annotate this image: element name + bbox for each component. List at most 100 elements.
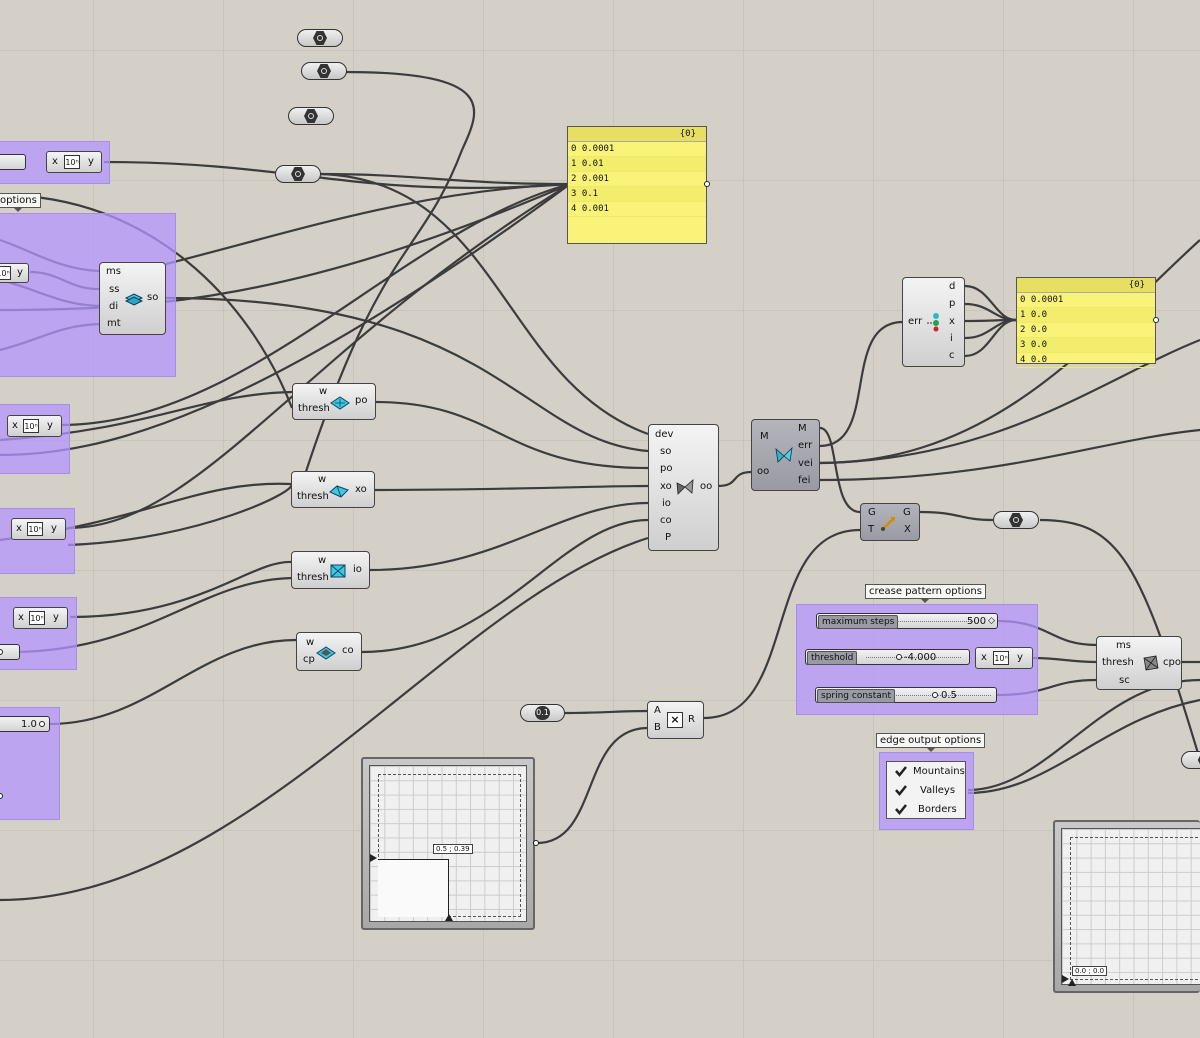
xo-component[interactable]: w thresh xo [291, 471, 375, 508]
wire [819, 426, 861, 514]
slider-left-bottom[interactable]: 1.0 [0, 716, 50, 732]
slider-handle[interactable] [0, 649, 3, 655]
input-thresh: thresh [298, 403, 330, 414]
so-component[interactable]: ms ss di mt so [99, 262, 166, 335]
geometry-param-2[interactable] [301, 62, 347, 80]
input-ms: ms [1116, 640, 1131, 651]
graph-readout: 0.0 ; 0.0 [1072, 966, 1108, 976]
edge-option-mountains[interactable]: Mountains [887, 762, 965, 781]
panel-right-output-port[interactable] [1153, 317, 1159, 323]
graph-area[interactable]: 0.5 ; 0.39 [369, 765, 527, 922]
input-err: err [908, 316, 923, 327]
slider-handle[interactable] [932, 692, 938, 698]
wire [964, 318, 1017, 358]
panel-right[interactable]: {0} 0 0.0001 1 0.0 2 0.0 3 0.0 4 0.0 [1016, 277, 1156, 368]
handle-arrow-icon[interactable] [445, 914, 453, 921]
hexagon-icon [291, 167, 305, 181]
output-p: p [949, 298, 956, 309]
geometry-param-1[interactable] [297, 29, 343, 47]
error-breakdown-component[interactable]: err d p x i c [902, 277, 965, 367]
power-component-3[interactable]: x 10ⁿ y [7, 415, 62, 437]
slider-name: threshold [807, 651, 858, 665]
x-input-label: x [16, 523, 22, 534]
merge-component[interactable]: dev so po xo io co P oo [648, 424, 719, 551]
edge-option-borders[interactable]: Borders [887, 800, 965, 819]
po-component[interactable]: w thresh po [292, 383, 376, 420]
number-param[interactable]: 0.1 [520, 704, 565, 722]
graph-mapper-1[interactable]: 0.5 ; 0.39 [361, 757, 535, 930]
geometry-param-3[interactable] [288, 107, 334, 125]
graph-mapper-2[interactable]: 0.0 ; 0.0 [1053, 820, 1200, 993]
power-component-5[interactable]: x 10ⁿ y [13, 607, 68, 629]
multiply-component[interactable]: A B × R [647, 701, 704, 739]
edge-option-valleys[interactable]: Valleys [887, 781, 965, 800]
panel-top[interactable]: {0} 0 0.0001 1 0.01 2 0.001 3 0.1 4 0.00… [567, 126, 707, 244]
checkmark-icon [895, 785, 907, 796]
options-label: options [0, 193, 41, 212]
edge-output-list[interactable]: Mountains Valleys Borders [886, 761, 966, 819]
crease-icon [329, 485, 349, 498]
output-d: d [949, 281, 956, 292]
crease-pattern-label: crease pattern options [865, 584, 986, 603]
wire [165, 182, 571, 266]
checkmark-icon [895, 766, 907, 777]
panel-row: 0 0.0001 [568, 142, 706, 157]
geometry-param-5[interactable] [993, 511, 1039, 529]
edge-option-label: Mountains [913, 766, 965, 777]
slider-left-mid[interactable] [0, 644, 20, 660]
solver-component[interactable]: M oo M err vei fei [751, 419, 820, 491]
handle-arrow-icon[interactable] [1068, 979, 1076, 986]
threshold-slider[interactable]: threshold -4.000 [805, 649, 970, 665]
x-input-label: x [18, 612, 24, 623]
y-output-label: y [88, 156, 94, 167]
solver-icon [775, 446, 793, 463]
spring-constant-slider[interactable]: spring constant 0.5 [815, 687, 997, 703]
geometry-param-6[interactable] [1181, 751, 1200, 769]
graph-mapper-1-output-port[interactable] [533, 840, 539, 846]
power-component-crease[interactable]: x 10ⁿ y [975, 647, 1033, 669]
wire [0, 536, 649, 902]
input-sc: sc [1119, 675, 1130, 686]
panel-row: 4 0.0 [1017, 353, 1155, 368]
input-g: G [868, 507, 876, 518]
graph-selection[interactable] [378, 859, 449, 917]
output-r: R [688, 714, 695, 725]
panel-row: 2 0.0 [1017, 323, 1155, 338]
power-component-top[interactable]: x 10ⁿ y [46, 151, 102, 173]
graph-area[interactable]: 0.0 ; 0.0 [1061, 828, 1200, 986]
x-input-label: x [981, 652, 987, 663]
slider-handle-edge[interactable] [0, 793, 3, 799]
output-cpo: cpo [1163, 657, 1181, 668]
cpo-component[interactable]: ms thresh sc cpo [1096, 636, 1182, 690]
wire [67, 482, 293, 547]
transform-component[interactable]: G T G X [860, 503, 920, 541]
wire [0, 193, 294, 409]
wire [964, 284, 1017, 322]
output-io: io [353, 564, 362, 575]
constraint-icon [316, 646, 336, 660]
output-i: i [950, 333, 953, 344]
io-component[interactable]: w thresh io [291, 551, 370, 589]
geometry-param-4[interactable] [275, 165, 321, 183]
slider-name: spring constant [817, 689, 896, 703]
panel-header: {0} [1017, 278, 1155, 293]
handle-arrow-icon[interactable] [1062, 975, 1069, 983]
wire [717, 470, 753, 488]
co-component[interactable]: w cp co [296, 632, 362, 671]
input-w: w [318, 555, 327, 566]
power-component-2[interactable]: 10ⁿ y [0, 263, 29, 283]
number-icon: 0.1 [535, 706, 550, 720]
input-so: so [660, 446, 672, 457]
slider-handle[interactable] [39, 721, 45, 727]
panel-top-output-port[interactable] [704, 181, 710, 187]
power-component-4[interactable]: x 10ⁿ y [11, 518, 66, 540]
wire [819, 239, 1200, 465]
edge-option-label: Valleys [920, 785, 956, 796]
wire [967, 698, 1200, 795]
slider-diamond[interactable]: ◇ [988, 616, 995, 626]
handle-arrow-icon[interactable] [370, 854, 377, 862]
slider-handle[interactable] [896, 654, 902, 660]
maximum-steps-slider[interactable]: maximum steps 500 ◇ [816, 613, 998, 629]
slider-left-top[interactable] [0, 154, 26, 170]
